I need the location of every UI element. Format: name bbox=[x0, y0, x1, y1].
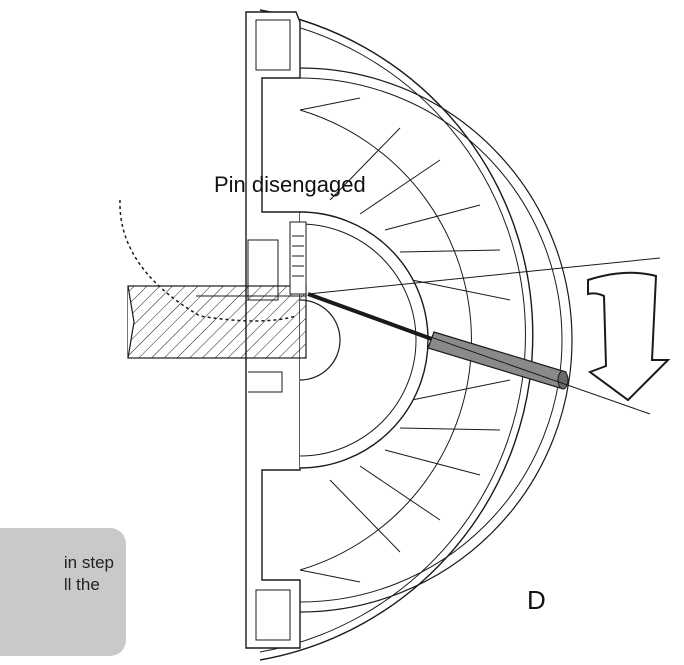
outer-rim bbox=[259, 9, 573, 661]
wheel-spokes bbox=[299, 97, 511, 583]
pin-disengaged-label: Pin disengaged bbox=[214, 172, 366, 197]
callout-leader bbox=[119, 199, 297, 322]
threaded-shaft bbox=[127, 285, 307, 359]
note-box: in step ll the bbox=[0, 528, 126, 656]
note-text: in step ll the bbox=[64, 552, 114, 596]
note-line-2: ll the bbox=[63, 575, 100, 594]
step-letter-label: D bbox=[527, 585, 546, 615]
locking-pin bbox=[289, 221, 307, 295]
rotate-down-arrow-icon bbox=[587, 271, 671, 402]
note-line-1: in step bbox=[63, 553, 114, 572]
hub bbox=[299, 211, 429, 469]
rotation-guides bbox=[307, 257, 661, 415]
